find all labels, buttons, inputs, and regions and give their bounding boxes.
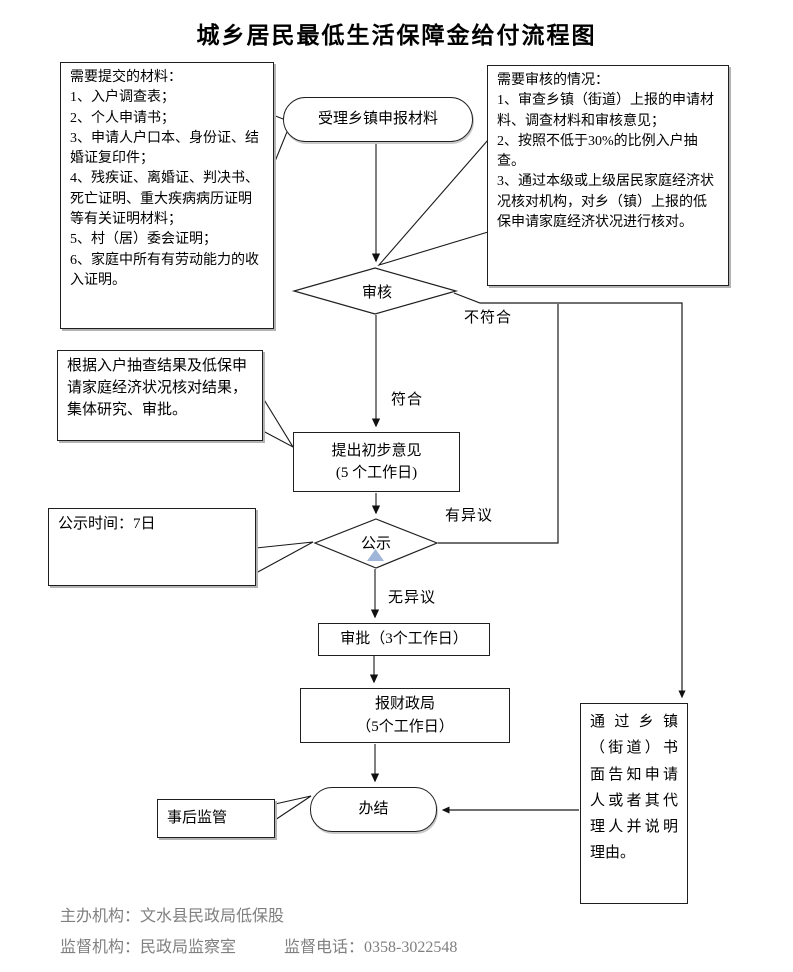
review-callout: 需要审核的情况： 1、审查乡镇（街道）上报的申请材料、调查材料和审核意见； 2、… [487,65,729,286]
node-publicity-label: 公示 [360,536,391,552]
publicity-period-tail [255,541,314,574]
node-report-finance-bureau: 报财政局 （5个工作日） [300,688,510,743]
edge-label-no-objection: 无异议 [388,590,437,606]
node-approval: 审批（3个工作日） [318,623,490,656]
edge-label-conform: 符合 [391,392,424,408]
post-supervision-callout: 事后监管 [157,799,275,838]
footer: 主办机构：文水县民政局低保股 监督机构：民政局监察室 监督电话：0358-302… [60,901,660,963]
publicity-period-callout: 公示时间：7日 [48,508,256,586]
edge-label-not-conform: 不符合 [464,310,513,326]
page-title: 城乡居民最低生活保障金给付流程图 [196,22,597,48]
edge-label-objection: 有异议 [445,508,494,524]
review-tail [377,139,489,267]
node-preliminary-opinion: 提出初步意见 (5 个工作日) [293,432,460,492]
footer-supervisor: 监督机构：民政局监察室 监督电话：0358-3022548 [60,939,458,957]
notify-callout: 通过乡镇（街道）书面告知申请人或者其代理人并说明理由。 [580,703,688,904]
node-audit-label: 审核 [361,285,392,301]
decision-shapes [291,267,459,569]
materials-callout: 需要提交的材料： 1、入户调查表； 2、个人申请书； 3、申请人户口本、身份证、… [60,62,274,329]
node-complete: 办结 [310,787,437,832]
research-tail [262,397,295,449]
footer-organizer: 主办机构：文水县民政局低保股 [60,908,285,925]
supervision-tail [274,795,312,821]
research-callout: 根据入户抽查结果及低保申请家庭经济状况核对结果，集体研究、审批。 [57,350,263,441]
node-accept-materials: 受理乡镇申报材料 [283,97,473,142]
